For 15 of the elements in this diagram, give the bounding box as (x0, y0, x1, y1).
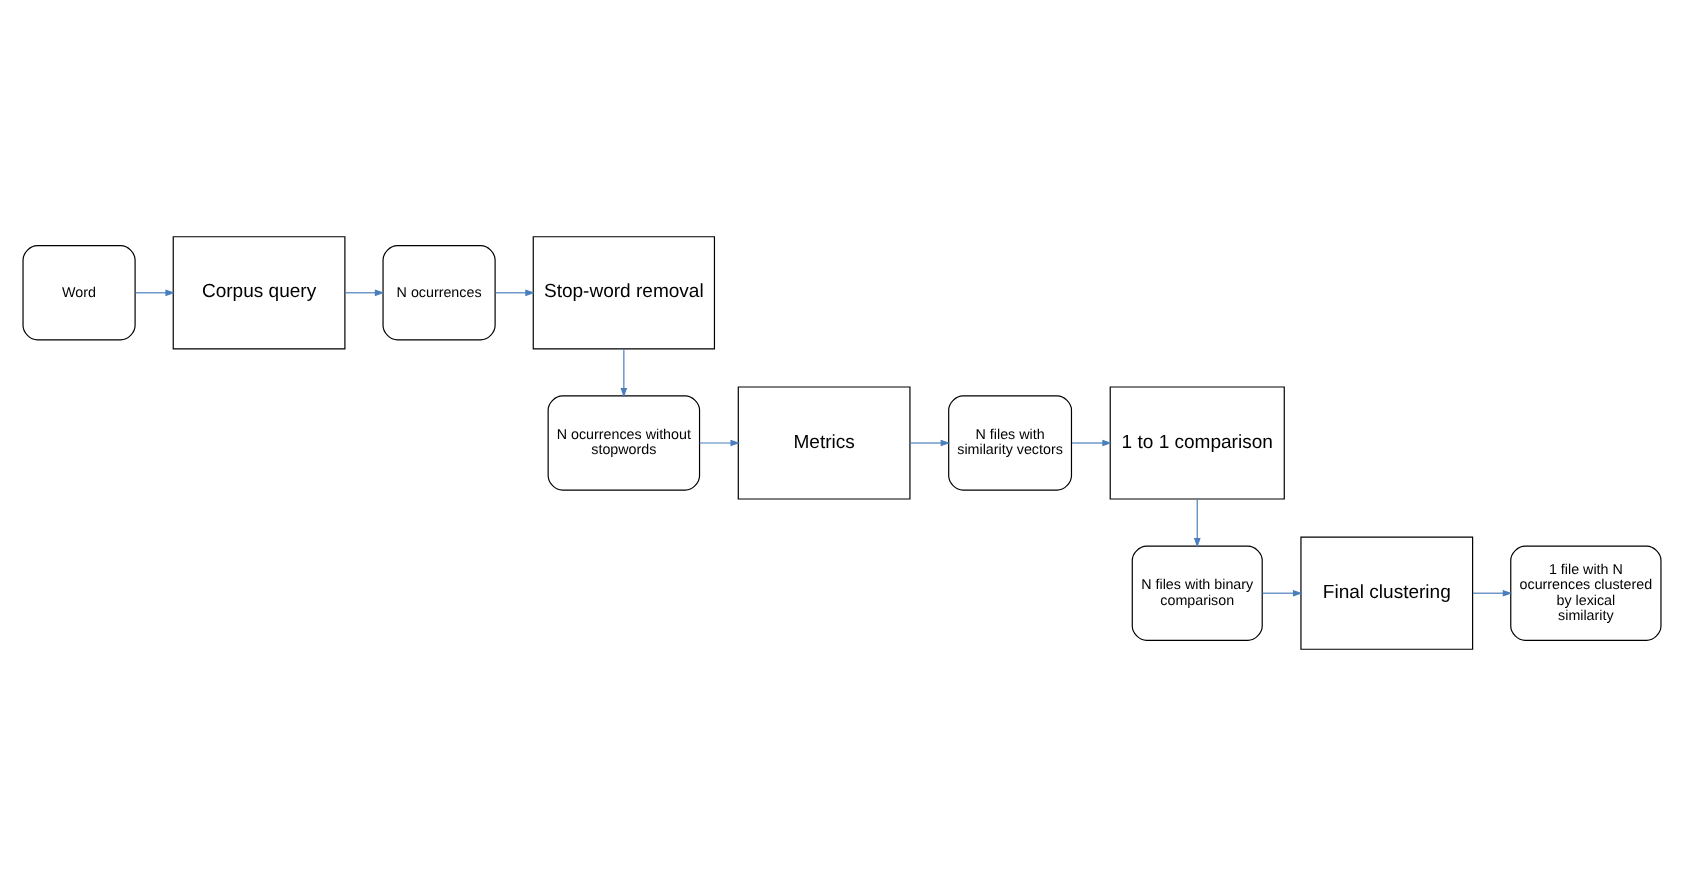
arrow (698, 439, 741, 447)
arrow (1261, 589, 1303, 597)
node-box: Stop-word removal (532, 236, 716, 350)
arrow (134, 289, 175, 297)
node-box: Corpus query (172, 236, 346, 350)
arrow (1193, 498, 1201, 548)
node-box: Final clustering (1300, 536, 1474, 650)
arrow (1472, 589, 1513, 597)
arrow (494, 289, 535, 297)
arrow (1071, 439, 1112, 447)
arrow (344, 289, 385, 297)
node-box: Metrics (737, 386, 911, 500)
arrow (620, 348, 628, 398)
arrow (909, 439, 951, 447)
node-box: 1 to 1 comparison (1109, 386, 1285, 500)
